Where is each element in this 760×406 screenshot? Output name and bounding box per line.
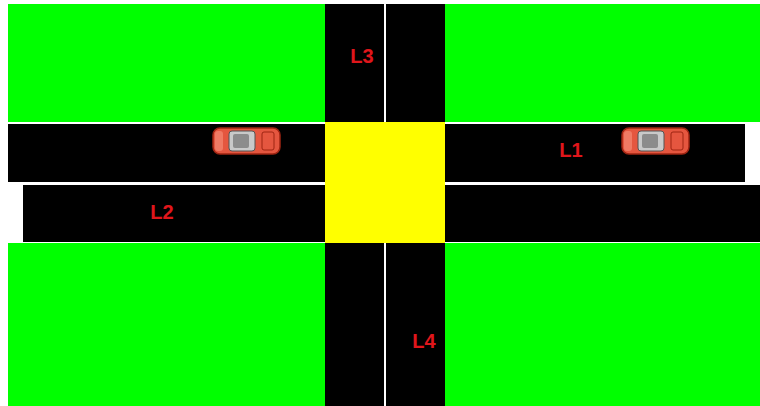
car bbox=[213, 128, 280, 154]
road-lane bbox=[445, 124, 745, 182]
lane-label: L1 bbox=[559, 140, 582, 160]
road-lane bbox=[325, 4, 384, 122]
lane-label: L4 bbox=[412, 331, 435, 351]
grass-area bbox=[445, 4, 760, 122]
lane-label: L3 bbox=[350, 46, 373, 66]
road-lane bbox=[23, 185, 325, 242]
road-lane bbox=[386, 243, 445, 406]
lane-label: L2 bbox=[150, 202, 173, 222]
grass-area bbox=[445, 243, 760, 406]
road-lane bbox=[8, 124, 325, 182]
grass-area bbox=[8, 4, 325, 122]
road-lane bbox=[325, 243, 384, 406]
grass-area bbox=[8, 243, 325, 406]
road-lane bbox=[386, 4, 445, 122]
car bbox=[622, 128, 689, 154]
road-lane bbox=[445, 185, 760, 242]
junction-area bbox=[325, 122, 445, 243]
